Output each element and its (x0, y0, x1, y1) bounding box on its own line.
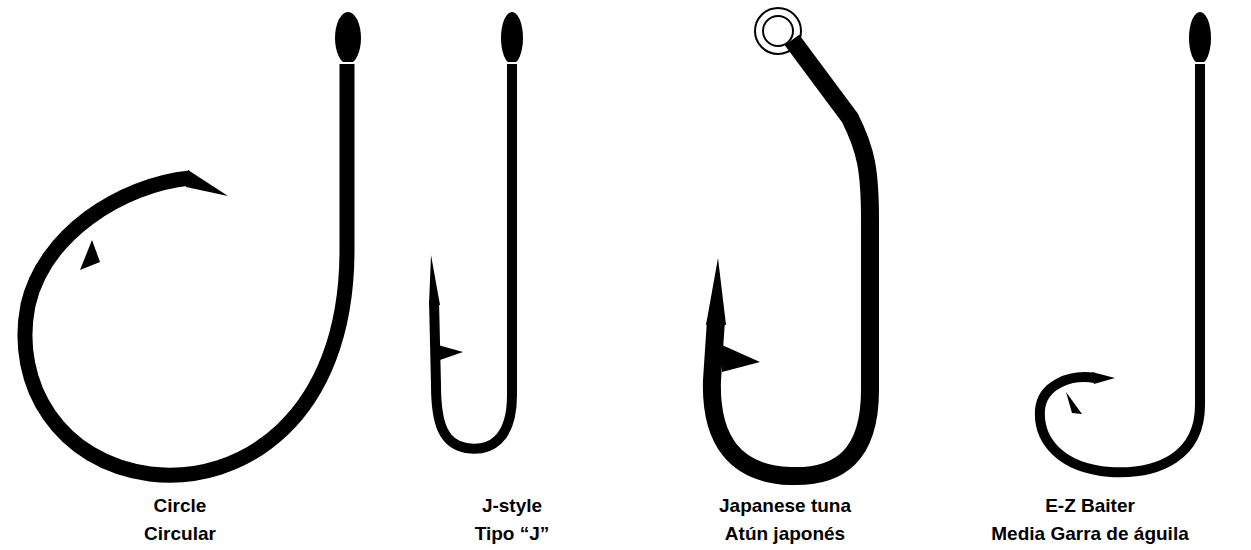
j-style-hook (429, 12, 524, 449)
hook-label: Circle (154, 494, 207, 519)
hook-label: Tipo “J” (475, 522, 550, 547)
hook-label: Media Garra de águila (991, 522, 1188, 547)
hook-label: E-Z Baiter (1045, 494, 1135, 519)
hook-label: J-style (482, 494, 542, 519)
hook-label: Japanese tuna (719, 494, 851, 519)
hook-label: Circular (144, 522, 216, 547)
hook-label: Atún japonés (725, 522, 845, 547)
ez-baiter-hook (1040, 12, 1212, 472)
japanese-tuna-hook (706, 8, 870, 476)
circle-hook (25, 12, 362, 475)
